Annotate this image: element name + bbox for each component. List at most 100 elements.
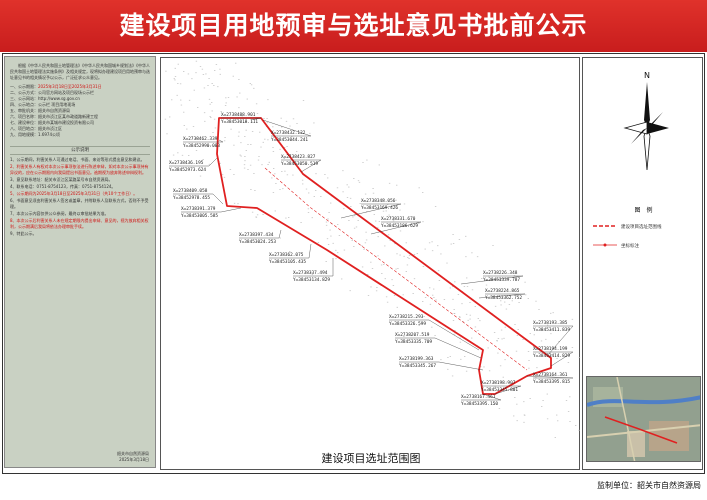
survey-dot <box>399 209 401 211</box>
survey-dot <box>505 308 508 310</box>
coordinate-leader <box>308 243 312 259</box>
survey-dot <box>192 126 195 127</box>
survey-dot <box>497 338 500 339</box>
survey-dot <box>428 242 431 244</box>
survey-dot <box>474 306 476 307</box>
survey-dot <box>199 66 202 67</box>
survey-dot <box>325 276 327 278</box>
survey-dot <box>213 85 215 86</box>
survey-dot <box>259 131 261 133</box>
survey-dot <box>188 99 191 101</box>
survey-dot <box>363 200 365 202</box>
survey-dot <box>251 211 254 213</box>
survey-dot <box>381 273 383 274</box>
survey-dot <box>237 203 239 205</box>
info-item-label: 八、项目地点： <box>10 126 38 131</box>
survey-dot <box>454 281 456 283</box>
survey-dot <box>308 192 310 194</box>
coordinate-x-label: X=2738331.670 <box>381 216 416 222</box>
survey-dot <box>458 239 461 240</box>
survey-dot <box>514 397 516 398</box>
survey-dot <box>485 284 488 286</box>
survey-dot <box>538 309 540 310</box>
survey-dot <box>494 381 496 383</box>
survey-dot <box>361 266 364 268</box>
survey-dot <box>494 305 497 307</box>
survey-dot <box>556 414 558 416</box>
survey-dot <box>250 84 253 86</box>
survey-dot <box>346 197 349 198</box>
survey-dot <box>336 187 339 189</box>
survey-dot <box>289 251 291 252</box>
survey-dot <box>431 326 433 328</box>
survey-dot <box>469 318 471 320</box>
survey-dot <box>463 286 466 287</box>
survey-dot <box>362 162 364 163</box>
survey-dot <box>286 146 288 147</box>
survey-dot <box>335 249 337 251</box>
survey-dot <box>541 329 543 331</box>
survey-dot <box>516 335 519 336</box>
survey-dot <box>386 301 389 303</box>
survey-dot <box>504 359 506 361</box>
survey-dot <box>255 103 258 105</box>
survey-dot <box>516 420 518 422</box>
survey-dot <box>183 71 185 72</box>
survey-dot <box>313 122 315 124</box>
survey-dot <box>494 385 496 387</box>
survey-dot <box>403 203 406 205</box>
coordinate-x-label: X=2738409.058 <box>173 188 208 194</box>
survey-dot <box>346 184 348 186</box>
survey-dot <box>166 133 168 135</box>
info-list: 一、公示期限：2025年3月18日至2025年3月31日二、公示方式：公司官方网… <box>5 84 155 138</box>
survey-dot <box>500 329 503 331</box>
info-item-value: 公司官方网站及项目现场公示栏 <box>38 90 94 95</box>
survey-dot <box>524 281 526 283</box>
coordinate-x-label: X=2738199.363 <box>399 356 434 362</box>
coordinate-labels: X=2738488.901Y=38453018.111X=2738462.339… <box>169 112 570 407</box>
survey-dot <box>370 286 372 288</box>
survey-dot <box>546 418 549 420</box>
survey-dot <box>452 243 455 244</box>
survey-dot <box>567 411 570 412</box>
survey-dot <box>365 231 367 233</box>
survey-dot <box>213 118 216 120</box>
survey-dot <box>377 227 379 229</box>
survey-dot <box>396 184 398 186</box>
survey-dot <box>454 330 456 331</box>
survey-dot <box>578 429 580 431</box>
survey-dot <box>575 425 577 426</box>
coordinate-leader <box>218 139 224 143</box>
survey-dot <box>307 208 310 210</box>
survey-dot <box>502 376 504 378</box>
survey-dot <box>541 406 543 407</box>
survey-dot <box>249 164 252 166</box>
survey-dot <box>523 421 525 423</box>
survey-dots <box>164 60 581 438</box>
survey-dot <box>370 261 372 263</box>
survey-dot <box>327 244 330 245</box>
survey-dot <box>382 210 385 212</box>
survey-dot <box>523 414 526 416</box>
survey-dot <box>494 289 497 290</box>
coordinate-y-label: Y=38453024.253 <box>239 239 276 245</box>
survey-dot <box>207 85 209 86</box>
survey-dot <box>212 132 214 133</box>
survey-dot <box>535 300 537 302</box>
coordinate-x-label: X=2738348.056 <box>361 198 396 204</box>
survey-dot <box>195 60 198 62</box>
survey-dot <box>534 348 537 350</box>
survey-dot <box>392 285 395 286</box>
map-caption: 建设项目选址范围图 <box>321 452 421 465</box>
survey-dot <box>429 303 432 305</box>
survey-dot <box>211 102 213 103</box>
survey-dot <box>403 255 405 257</box>
survey-dot <box>496 340 498 342</box>
coordinate-y-label: Y=38453335.709 <box>395 339 432 345</box>
survey-dot <box>327 218 329 220</box>
survey-dot <box>174 67 176 69</box>
survey-dot <box>462 321 464 322</box>
survey-dot <box>274 210 276 212</box>
survey-dot <box>255 216 258 218</box>
survey-dot <box>186 128 188 130</box>
